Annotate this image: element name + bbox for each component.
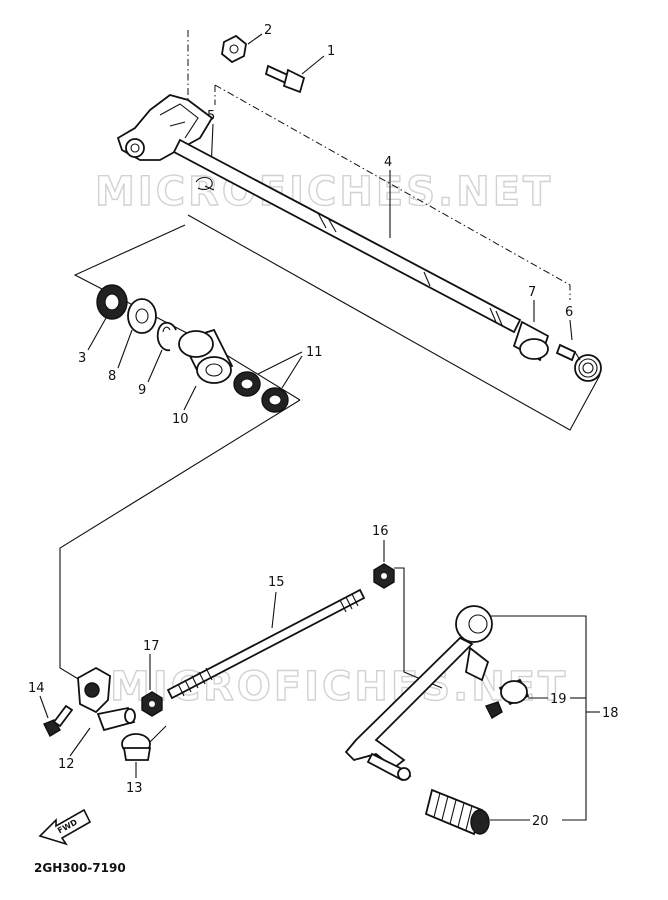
part-13-joint	[121, 725, 167, 778]
part-17-nut	[141, 654, 163, 717]
label-part-6: 6	[565, 305, 573, 320]
part-19-pivot	[485, 678, 548, 719]
part-5-pin	[195, 176, 215, 191]
part-3-oil-seal	[87, 284, 128, 351]
label-part-18: 18	[602, 706, 619, 721]
label-part-13: 13	[126, 781, 143, 796]
label-part-17: 17	[143, 639, 160, 654]
label-part-7: 7	[528, 285, 536, 300]
shift-shaft-group: 2 1 5	[73, 23, 602, 431]
part-2-clip	[221, 33, 263, 64]
leader-line	[187, 214, 601, 431]
leader-line	[214, 84, 571, 300]
label-part-3: 3	[78, 351, 86, 366]
label-part-14: 14	[28, 681, 45, 696]
leader-line	[59, 399, 301, 681]
part-1-bolt	[264, 55, 325, 94]
label-part-2: 2	[264, 23, 272, 38]
part-4-shift-shaft	[172, 138, 522, 334]
label-part-9: 9	[138, 383, 146, 398]
label-part-20: 20	[532, 814, 549, 829]
label-part-12: 12	[58, 757, 75, 772]
part-12-joint	[69, 666, 136, 757]
part-15-shift-rod	[166, 588, 366, 700]
part-14-bolt	[39, 695, 74, 737]
part-20-rubber	[424, 788, 530, 836]
label-part-19: 19	[550, 692, 567, 707]
label-part-16: 16	[372, 524, 389, 539]
diagram-code: 2GH300-7190	[34, 861, 126, 875]
part-10-bushing	[178, 328, 234, 411]
label-part-10: 10	[172, 412, 189, 427]
part-9-circlip	[147, 321, 177, 383]
part-16-nut	[373, 540, 395, 589]
part-7-collar	[512, 300, 550, 362]
part-6-spring	[555, 319, 602, 382]
label-part-1: 1	[327, 44, 335, 59]
label-part-4: 4	[384, 155, 392, 170]
part-11-collars	[233, 351, 303, 413]
fwd-arrow-icon: FWD	[38, 808, 92, 846]
shift-pedal-group: 16 15 17 12	[28, 399, 619, 836]
label-part-15: 15	[268, 575, 285, 590]
watermark-top: MICROFICHES.NET	[95, 169, 553, 215]
leader-line	[490, 615, 587, 821]
label-part-11: 11	[306, 345, 323, 360]
label-part-8: 8	[108, 369, 116, 384]
part-8-washer	[117, 298, 157, 369]
part-18-shift-pedal	[344, 605, 493, 782]
